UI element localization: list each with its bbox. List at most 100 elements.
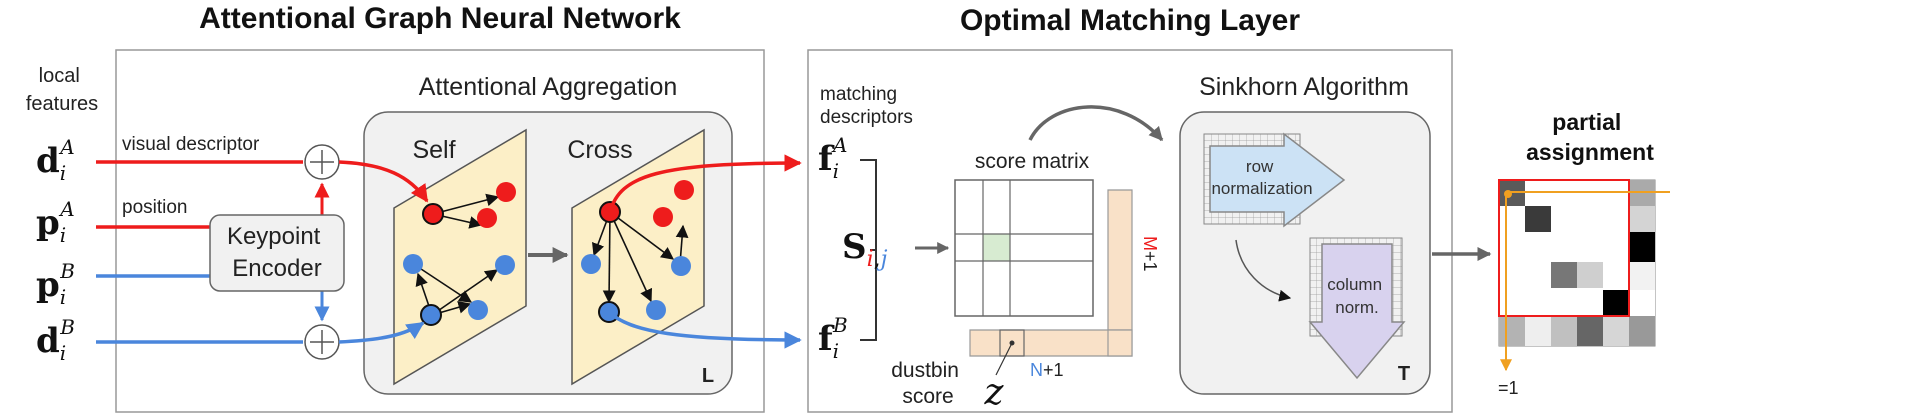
input-p-a-sup: A bbox=[58, 197, 74, 221]
keypoint-encoder-line-2: Encoder bbox=[232, 255, 321, 282]
input-p-a-main: p bbox=[36, 203, 60, 243]
assignment-dustbin-cell bbox=[1629, 316, 1655, 346]
blue-flow-out-cross bbox=[607, 310, 802, 349]
assignment-dustbin-cell bbox=[1603, 316, 1629, 346]
output-f-a-main: f bbox=[818, 139, 835, 179]
row-to-col-arrow bbox=[1235, 239, 1292, 302]
self-label: Self bbox=[412, 136, 455, 164]
row-norm-line-1: row bbox=[1246, 157, 1274, 176]
assignment-dustbin-cell bbox=[1629, 290, 1655, 316]
sum-node-b bbox=[304, 324, 340, 360]
assignment-cell bbox=[1603, 290, 1629, 316]
output-f-b-sup: B bbox=[832, 313, 848, 337]
score-matrix bbox=[954, 179, 1094, 317]
cross-node-red bbox=[653, 207, 673, 227]
output-f-b-main: f bbox=[818, 319, 835, 359]
input-p-b-main: p bbox=[36, 265, 60, 305]
visual-descriptor-label: visual descriptor bbox=[122, 134, 260, 155]
matching-descriptors-label: matching descriptors bbox=[820, 84, 913, 128]
score-matrix-label: score matrix bbox=[975, 150, 1090, 173]
m-plus-one-label: M+1 bbox=[1140, 236, 1160, 272]
n-plus-one-label: N+1 bbox=[1030, 360, 1064, 380]
local-features-label: local features bbox=[26, 65, 98, 115]
dustbin-line-1: dustbin bbox=[891, 359, 959, 382]
keypoint-encoder-label: Keypoint Encoder bbox=[227, 223, 327, 282]
score-matrix-highlight-cell bbox=[983, 234, 1010, 261]
keypoint-encoder-line-1: Keypoint bbox=[227, 223, 321, 250]
input-d-b: diB bbox=[36, 315, 75, 365]
input-d-b-sup: B bbox=[59, 315, 75, 339]
dustbin-score-label: dustbin score bbox=[891, 359, 965, 408]
assignment-dustbin-cell bbox=[1629, 232, 1655, 262]
gnn-title: Attentional Graph Neural Network bbox=[199, 2, 681, 35]
row-normalization-arrow bbox=[1209, 132, 1346, 228]
self-node-blue-selected bbox=[420, 304, 442, 326]
layers-label: L bbox=[702, 365, 714, 387]
keypoint-encoder-box bbox=[209, 214, 345, 292]
cross-node-blue bbox=[581, 254, 601, 274]
descriptor-bracket bbox=[860, 159, 877, 341]
red-flow-out-cross bbox=[608, 154, 802, 213]
sinkhorn-title: Sinkhorn Algorithm bbox=[1199, 73, 1409, 101]
input-d-a-sub: i bbox=[60, 161, 66, 185]
matching-descriptors-line-1: matching bbox=[820, 84, 897, 105]
dustbin-z-cell bbox=[999, 329, 1025, 357]
self-node-blue bbox=[468, 300, 488, 320]
input-d-a: diA bbox=[36, 135, 75, 185]
output-f-b: fiB bbox=[818, 313, 848, 363]
output-f-b-sub: i bbox=[833, 339, 839, 363]
n-letter: N bbox=[1030, 360, 1043, 380]
self-node-red bbox=[496, 182, 516, 202]
similarity-comma: , bbox=[874, 247, 881, 272]
input-d-a-sup: A bbox=[58, 135, 74, 159]
assignment-cell bbox=[1551, 262, 1577, 288]
dustbin-line-2: score bbox=[902, 385, 953, 408]
iterations-label: T bbox=[1398, 363, 1410, 385]
output-f-a-sup: A bbox=[831, 133, 847, 157]
cross-node-blue bbox=[646, 300, 666, 320]
col-norm-line-2: norm. bbox=[1335, 298, 1378, 317]
local-features-line-1: local bbox=[39, 65, 80, 87]
output-f-a: fiA bbox=[818, 133, 848, 183]
matching-title: Optimal Matching Layer bbox=[960, 4, 1300, 37]
red-flow-into-self bbox=[338, 160, 429, 203]
blue-flow-into-self bbox=[338, 321, 425, 344]
column-normalization-arrow bbox=[1308, 243, 1406, 380]
matching-descriptors-line-2: descriptors bbox=[820, 107, 913, 128]
assignment-core-outline bbox=[1498, 179, 1630, 317]
assignment-dustbin-cell bbox=[1577, 316, 1603, 346]
n-suffix: +1 bbox=[1043, 360, 1064, 380]
column-normalization-label: column norm. bbox=[1327, 275, 1387, 317]
assignment-line-2: assignment bbox=[1526, 139, 1654, 165]
dustbin-z-pointer bbox=[995, 342, 1013, 376]
similarity-s: S bbox=[842, 227, 867, 267]
score-to-sinkhorn-arrow bbox=[1028, 105, 1164, 142]
dustbin-row bbox=[969, 329, 1133, 357]
sum-origin-dot bbox=[1504, 190, 1512, 198]
cross-node-blue bbox=[671, 256, 691, 276]
assignment-cell bbox=[1525, 206, 1551, 232]
assignment-title: partial assignment bbox=[1526, 109, 1654, 165]
sum-equals-one-label: =1 bbox=[1498, 378, 1519, 398]
m-suffix: +1 bbox=[1140, 251, 1160, 272]
input-d-b-main: d bbox=[36, 321, 60, 361]
output-f-a-sub: i bbox=[833, 159, 839, 183]
self-node-blue bbox=[495, 255, 515, 275]
assignment-matrix bbox=[1498, 179, 1656, 347]
similarity-symbol: Si,j bbox=[842, 227, 888, 272]
assignment-line-1: partial bbox=[1552, 109, 1621, 135]
aggregation-title: Attentional Aggregation bbox=[419, 73, 678, 101]
assignment-dustbin-cell bbox=[1525, 316, 1551, 346]
position-label: position bbox=[122, 197, 188, 218]
row-norm-line-2: normalization bbox=[1211, 179, 1312, 198]
input-p-b: piB bbox=[36, 259, 75, 309]
input-d-a-main: d bbox=[36, 141, 60, 181]
score-matrix-frame bbox=[954, 179, 1094, 317]
self-node-red-selected bbox=[422, 203, 444, 225]
assignment-dustbin-cell bbox=[1499, 316, 1525, 346]
input-p-a-sub: i bbox=[60, 223, 66, 247]
assignment-dustbin-cell bbox=[1629, 206, 1655, 232]
input-p-a: piA bbox=[36, 197, 75, 247]
sum-node-a bbox=[304, 144, 340, 180]
